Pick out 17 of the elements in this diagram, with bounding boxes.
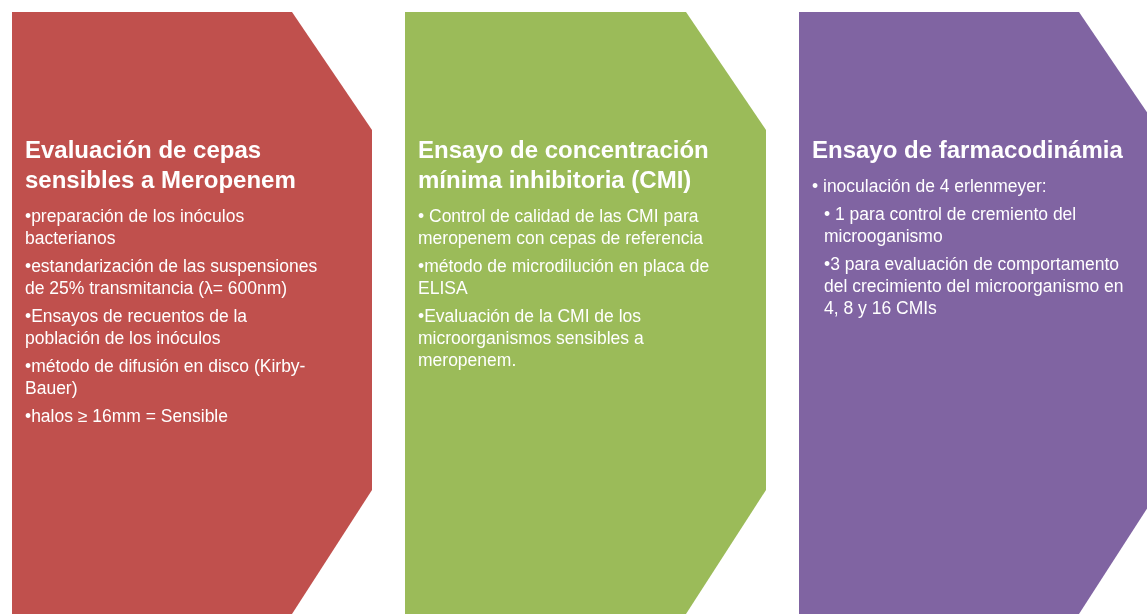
step-heading: Evaluación de cepas sensibles a Meropenem	[25, 135, 297, 195]
bullet-item: •halos ≥ 16mm = Sensible	[25, 405, 229, 427]
bullet-item: •método de microdilución en placa de ELISA	[418, 255, 711, 299]
chevron-step	[799, 12, 1147, 614]
step-heading: Ensayo de farmacodinámia	[812, 135, 1124, 165]
bullet-item: •3 para evaluación de comportamento del crecimiento del microorganismo en 4, 8 y 16 CMIs	[823, 253, 1125, 319]
bullet-item: •Evaluación de la CMI de los microorganismos sensibles a meropenem.	[418, 305, 645, 371]
chevron-step	[405, 12, 766, 614]
bullet-item: • 1 para control de cremiento del microoganismo	[823, 203, 1078, 247]
bullet-item: •método de difusión en disco (Kirby-Bauer)	[25, 355, 307, 399]
bullet-item: • Control de calidad de las CMI para meropenem con cepas de referencia	[418, 205, 705, 249]
chevron-step	[12, 12, 372, 614]
bullet-item: • inoculación de 4 erlenmeyer:	[812, 175, 1048, 197]
bullet-item: •estandarización de las suspensiones de 25% transmitancia (λ= 600nm)	[25, 255, 319, 299]
bullet-item: •preparación de los inóculos bacterianos	[25, 205, 246, 249]
step-heading: Ensayo de concentración mínima inhibitoria (CMI)	[418, 135, 710, 195]
bullet-item: •Ensayos de recuentos de la población de los inóculos	[25, 305, 249, 349]
